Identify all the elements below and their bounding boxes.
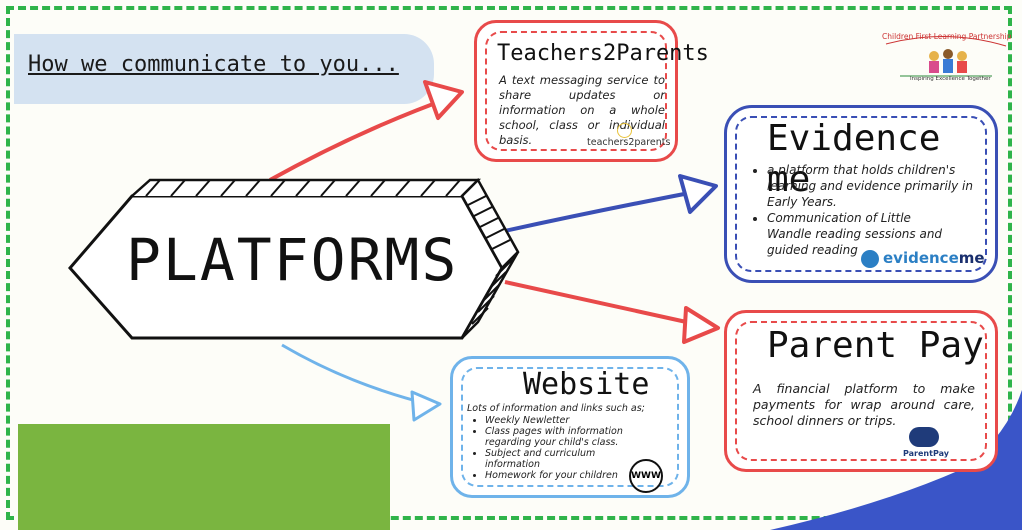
evidence-me-brand: evidenceme: [883, 249, 985, 267]
arrowhead-teachers2parents: [423, 80, 464, 120]
list-item: Weekly Newletter: [485, 415, 645, 426]
website-title: Website: [523, 367, 650, 402]
list-item: a platform that holds children's learnin…: [767, 162, 1003, 210]
arrowhead-website: [410, 390, 442, 422]
website-intro: Lots of information and links such as;: [467, 403, 645, 414]
card-inner-border: [485, 31, 667, 151]
evidence-me-logo-icon: [861, 250, 879, 268]
corner-wave-decoration: [770, 390, 1022, 530]
arrowhead-evidence-me: [678, 174, 718, 214]
page-frame-border: [6, 6, 1012, 520]
list-item: Subject and curriculum information: [485, 448, 645, 470]
parent-pay-card: Parent Pay A financial platform to make …: [724, 310, 998, 472]
header-band: [14, 34, 434, 104]
card-inner-border: [461, 367, 679, 487]
card-inner-border: [735, 116, 987, 272]
arrow-to-evidence-me: [499, 188, 706, 234]
arrow-to-teachers2parents: [269, 95, 453, 182]
logo-name: Children First Learning Partnership: [882, 32, 1012, 41]
arrowhead-parent-pay: [682, 306, 720, 344]
platforms-label: PLATFORMS: [126, 226, 459, 294]
logo-graphic: [885, 36, 1007, 77]
teachers2parents-brand: teachers2parents: [587, 137, 671, 148]
green-block: [18, 424, 390, 530]
evidence-me-list: a platform that holds children's learnin…: [749, 162, 1003, 258]
parent-pay-description: A financial platform to make payments fo…: [753, 381, 975, 428]
platforms-banner-shape: [68, 177, 520, 340]
website-list: Weekly Newletter Class pages with inform…: [467, 415, 645, 481]
arrow-to-website: [281, 343, 433, 407]
teachers2parents-card: Teachers2Parents A text messaging servic…: [474, 20, 709, 162]
list-item: Communication of Little Wandle reading s…: [767, 210, 1003, 258]
arrow-to-parent-pay: [504, 280, 701, 327]
parent-pay-brand: ParentPay: [903, 449, 949, 458]
evidence-me-card: Evidence me a platform that holds childr…: [724, 105, 998, 283]
logo-tagline: Inspiring Excellence Together: [910, 76, 991, 82]
website-card: Website Lots of information and links su…: [450, 356, 690, 498]
teachers2parents-description: A text messaging service to share update…: [499, 73, 665, 147]
evidence-me-brand-prefix: evidence: [883, 249, 959, 267]
smiley-icon: [617, 123, 632, 138]
list-item: Class pages with information regarding y…: [485, 426, 645, 448]
parent-pay-title: Parent Pay: [767, 325, 984, 366]
globe-icon: WWW: [629, 459, 663, 493]
teachers2parents-title: Teachers2Parents: [497, 41, 709, 66]
globe-icon-label: WWW: [631, 471, 661, 481]
list-item: Homework for your children: [485, 470, 645, 481]
page-heading: How we communicate to you...: [28, 52, 399, 77]
card-inner-border: [735, 321, 987, 461]
logo: Children First Learning Partnership Insp…: [880, 26, 1012, 86]
evidence-me-brand-suffix: me: [958, 249, 985, 267]
evidence-me-title: Evidence me: [767, 118, 941, 200]
parent-pay-logo-icon: [909, 427, 939, 447]
